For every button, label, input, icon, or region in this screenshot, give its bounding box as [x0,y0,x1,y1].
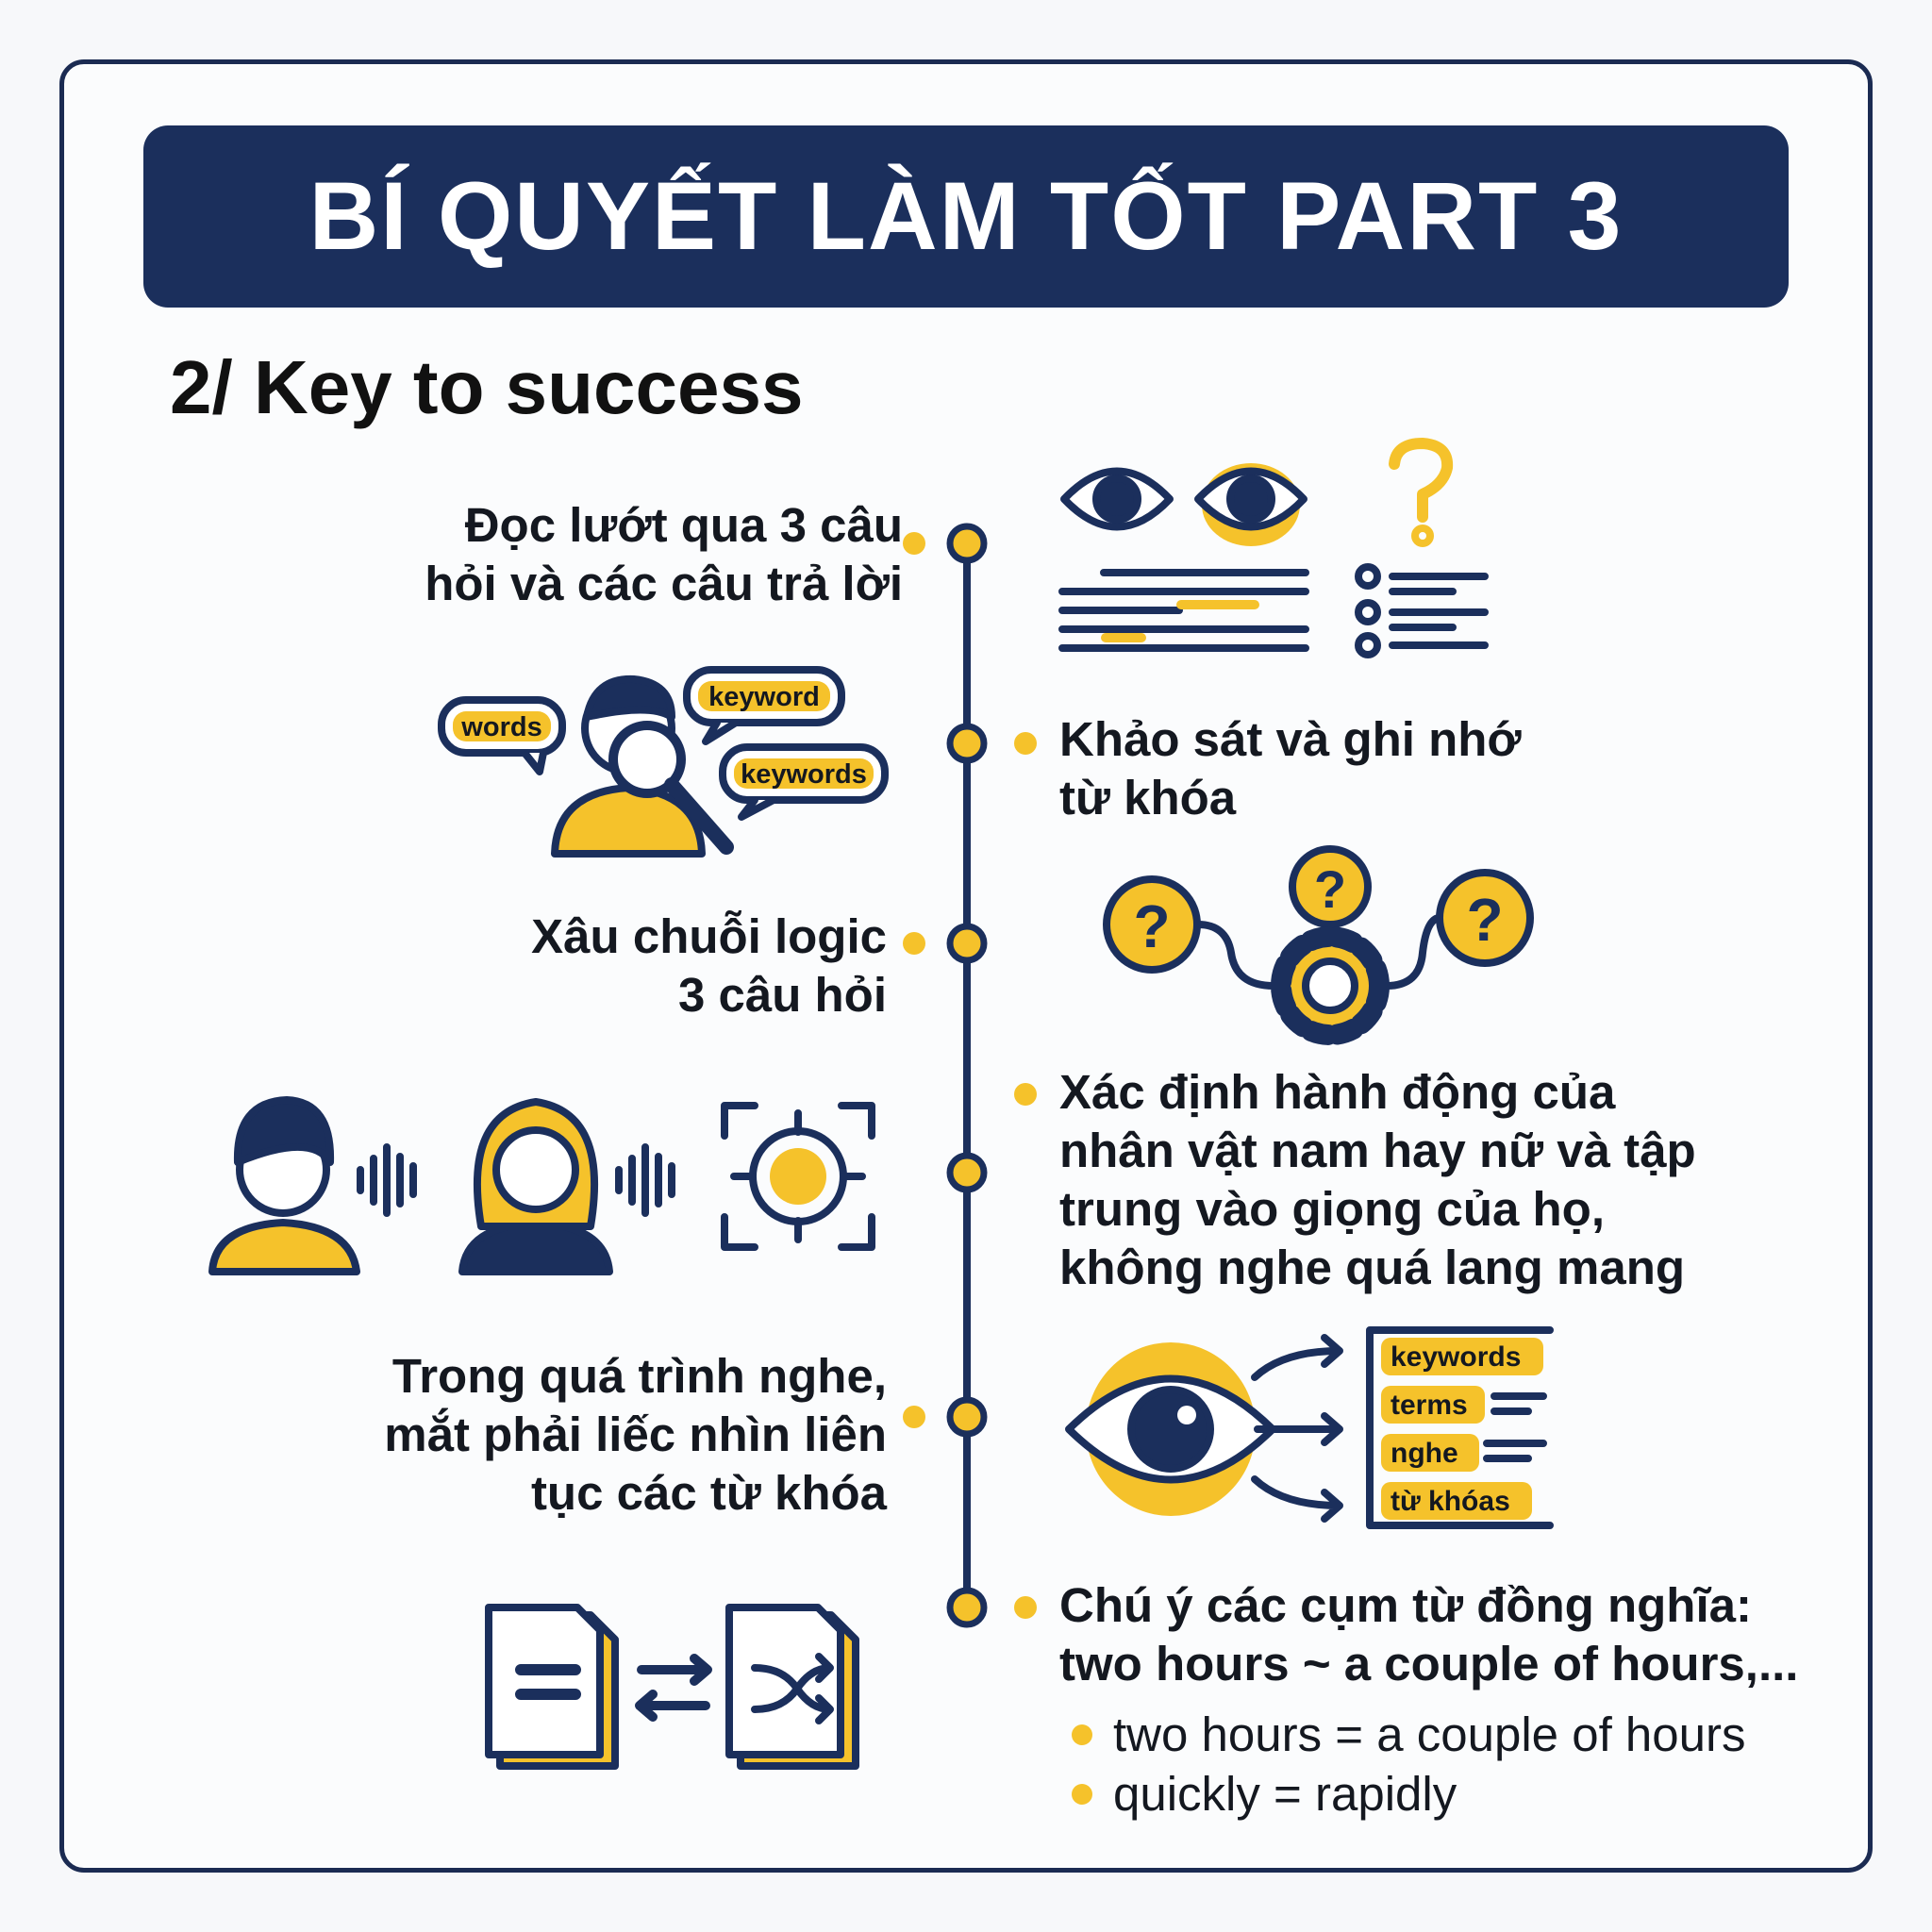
timeline-node [946,1152,988,1193]
bubble-label: words [460,712,541,742]
question-gear-chain-icon: ??? [1103,845,1534,1045]
eye-keywords-icon: keywords terms nghe từ khóas [1065,1326,1554,1529]
bullet-dot [1072,1784,1092,1805]
keyword-search-person-icon: words keyword keywords [438,666,889,858]
synonym-swap-icon [485,1604,859,1770]
title-banner: BÍ QUYẾT LÀM TỐT PART 3 [143,125,1789,308]
timeline-node [946,923,988,964]
svg-text:?: ? [1466,886,1503,954]
timeline-node [946,523,988,564]
section-subtitle: 2/ Key to success [170,345,804,429]
keyword-tag: keywords [1391,1341,1521,1373]
bullet-dot [1014,732,1037,755]
skim-reading-icon [1058,438,1489,658]
example-item: quickly = rapidly [1113,1767,1457,1821]
bullet-dot [1072,1724,1092,1745]
bubble-label: keyword [708,682,820,712]
bullet-dot [1014,1083,1037,1106]
timeline-node [946,723,988,764]
bullet-dot [1014,1596,1037,1619]
bubble-label: keywords [741,759,867,790]
svg-text:?: ? [1133,892,1170,960]
timeline [946,523,988,1628]
bullet-dot [903,532,925,555]
bullet-dot [903,1406,925,1428]
step-5-text: Trong quá trình nghe,mắt phải liếc nhìn … [384,1349,887,1520]
keyword-tag: nghe [1391,1438,1458,1469]
step-6-text: Chú ý các cụm từ đồng nghĩa:two hours ~ … [1059,1578,1799,1690]
timeline-node [946,1396,988,1438]
bullet-dot [903,932,925,955]
svg-text:?: ? [1314,859,1346,919]
speakers-focus-icon [208,1096,875,1275]
keyword-tag: từ khóas [1391,1486,1510,1517]
timeline-node [946,1587,988,1628]
keyword-tag: terms [1391,1390,1468,1421]
example-item: two hours = a couple of hours [1113,1707,1746,1761]
